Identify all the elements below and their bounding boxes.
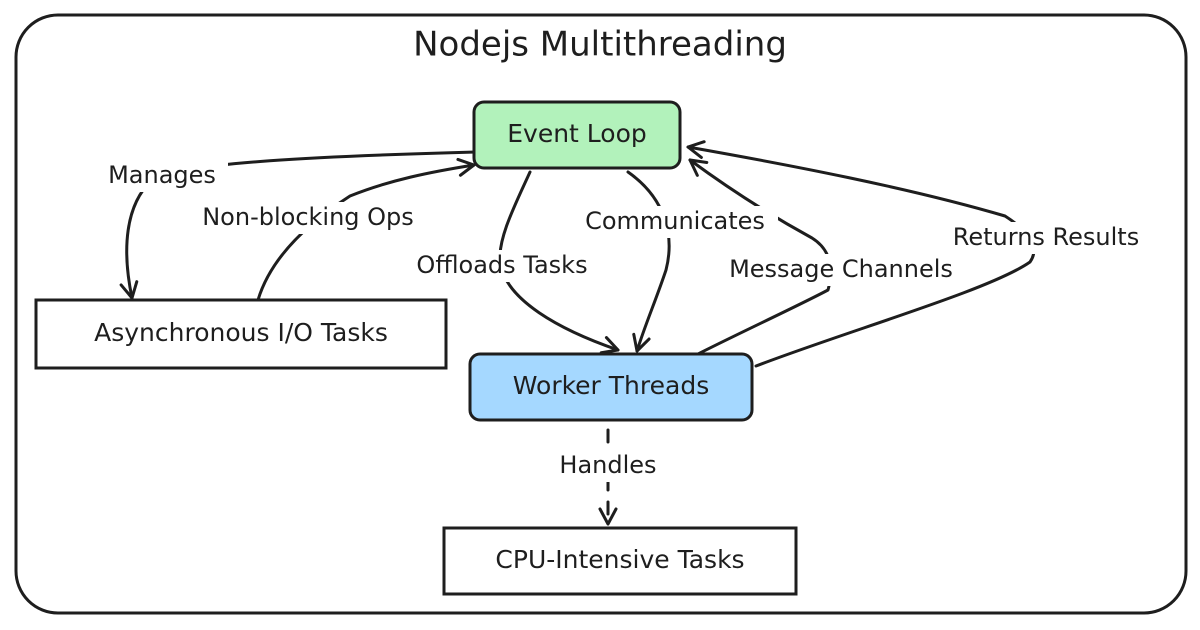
edge-label-returns-results: Returns Results [953,223,1139,251]
node-cpu-tasks-label: CPU-Intensive Tasks [495,545,744,574]
node-cpu-tasks-box [442,526,798,596]
edge-label-manages-group: Manages [96,160,228,192]
diagram-frame [14,13,1188,615]
edge-label-non-blocking-ops: Non-blocking Ops [202,203,414,231]
edge-label-non-blocking-group: Non-blocking Ops [182,202,434,234]
node-async-io-label: Asynchronous I/O Tasks [94,318,388,347]
edge-label-manages: Manages [108,161,216,189]
node-worker-threads-box [468,352,754,422]
edge-label-handles-group: Handles [548,450,668,482]
edge-label-offloads-group: Offloads Tasks [384,250,620,282]
edge-label-message-channels-group: Message Channels [706,254,976,286]
node-async-io-box [34,298,448,370]
node-event-loop-label: Event Loop [507,119,647,148]
node-async-io: Asynchronous I/O Tasks [34,298,448,370]
edges [119,140,1036,526]
edge-label-handles: Handles [559,451,656,479]
edge-label-returns-results-group: Returns Results [922,222,1170,254]
edge-labels: Manages Non-blocking Ops Offloads Tasks … [96,160,1170,482]
node-cpu-tasks: CPU-Intensive Tasks [442,526,798,596]
edge-non-blocking-ops [256,157,476,302]
node-worker-threads-label: Worker Threads [513,371,709,400]
edge-communicates [626,170,671,353]
edge-label-communicates-group: Communicates [572,206,778,238]
node-event-loop: Event Loop [472,100,682,170]
diagram-title: Nodejs Multithreading [413,25,787,65]
node-worker-threads: Worker Threads [468,352,754,422]
edge-label-message-channels: Message Channels [729,255,953,283]
edge-label-communicates: Communicates [585,207,765,235]
node-event-loop-box [472,100,682,170]
edge-label-offloads-tasks: Offloads Tasks [416,251,587,279]
